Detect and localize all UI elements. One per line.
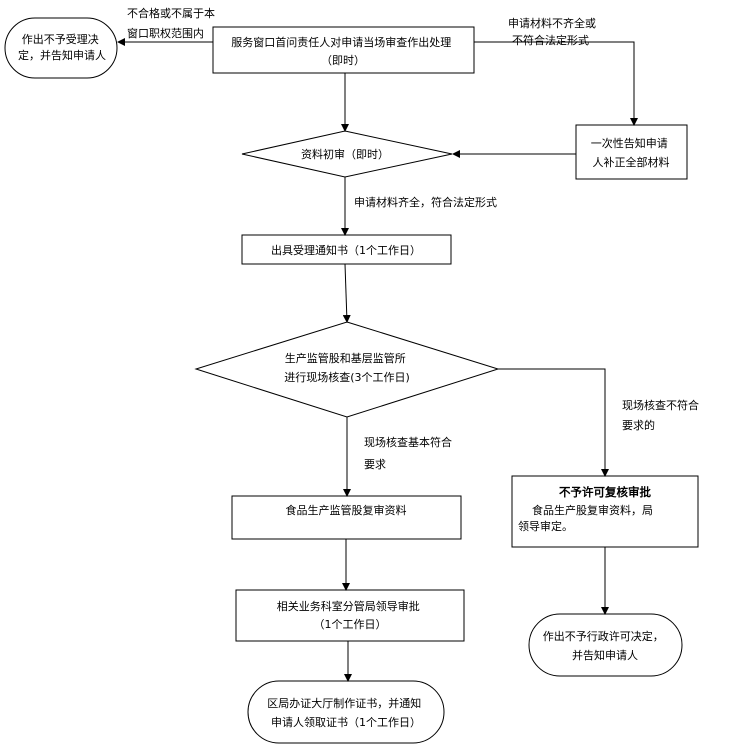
svg-text:作出不予受理决 定，并告知申请人: 作出不予受理决 定，并告知申请人 <box>18 32 106 62</box>
node-food-review: 食品生产监管股复审资料 <box>231 495 462 540</box>
issue-certificate-line-2: 申请人领取证书（1个工作日） <box>271 716 421 729</box>
leader-approval-line-2: （1个工作日） <box>314 618 387 631</box>
node-acceptance-notice: 出具受理通知书（1个工作日） <box>241 234 452 265</box>
label-inspection-pass-line-2: 要求 <box>364 458 386 471</box>
process-start-line-2: （即时） <box>321 54 365 67</box>
svg-text:一次性告知申请 人补正全部材料: 一次性告知申请 人补正全部材料 <box>591 136 672 169</box>
label-incomplete-line-2: 不符合法定形式 <box>512 33 589 47</box>
label-unqualified-line-2: 窗口职权范围内 <box>127 26 204 40</box>
label-inspection-pass-line-1: 现场核查基本符合 <box>364 435 452 449</box>
svg-text:相关业务科室分管局领导审批 （1个工作日）: 相关业务科室分管局领导审批 （1个工作日） <box>277 599 424 631</box>
reject-terminal-line-1: 作出不予受理决 <box>22 32 99 46</box>
leader-approval-line-1: 相关业务科室分管局领导审批 <box>277 599 420 613</box>
edge-inspection-to-no-permit <box>498 368 609 477</box>
label-inspection-fail-line-2: 要求的 <box>622 418 655 432</box>
svg-text:资料初审（即时）: 资料初审（即时） <box>301 147 389 161</box>
label-inspection-fail: 现场核查不符合 要求的 <box>622 398 703 432</box>
node-preliminary-review: 资料初审（即时） <box>241 130 453 178</box>
svg-text:食品生产监管股复审资料: 食品生产监管股复审资料 <box>286 503 407 517</box>
node-site-inspection: 生产监管股和基层监管所 进行现场核查(3个工作日) <box>194 321 500 418</box>
node-notify-once: 一次性告知申请 人补正全部材料 <box>575 124 688 180</box>
site-inspection-line-2: 进行现场核查(3个工作日) <box>284 370 410 384</box>
svg-text:生产监管股和基层监管所 进行现场核查(3个工作日: 生产监管股和基层监管所 进行现场核查(3个工作日) <box>284 351 410 384</box>
no-permit-terminal-line-1: 作出不予行政许可决定， <box>543 629 664 643</box>
label-inspection-fail-line-1: 现场核查不符合 <box>622 398 699 412</box>
label-unqualified: 不合格或不属于本 窗口职权范围内 <box>127 6 219 40</box>
issue-certificate-line-1: 区局办证大厅制作证书，并通知 <box>267 696 421 710</box>
no-permit-terminal-line-2: 并告知申请人 <box>572 648 638 662</box>
svg-text:作出不予行政许可决定， 并告知申请人: 作出不予行政许可决定， 并告知申请人 <box>543 629 668 662</box>
node-no-permit-terminal: 作出不予行政许可决定， 并告知申请人 <box>528 613 683 677</box>
reject-terminal-line-2: 定，并告知申请人 <box>18 48 106 62</box>
node-no-permit-review: 不予许可复核审批 食品生产股复审资料，局 领导审定。 <box>511 475 699 548</box>
node-reject-terminal: 作出不予受理决 定，并告知申请人 <box>4 17 118 79</box>
node-leader-approval: 相关业务科室分管局领导审批 （1个工作日） <box>235 589 465 642</box>
acceptance-notice-line-1: 出具受理通知书（1个工作日） <box>271 243 421 257</box>
label-inspection-pass: 现场核查基本符合 要求 <box>364 435 456 471</box>
svg-text:出具受理通知书（1个工作日）: 出具受理通知书（1个工作日） <box>271 243 421 257</box>
label-unqualified-line-1: 不合格或不属于本 <box>127 6 215 20</box>
notify-once-line-2: 人补正全部材料 <box>593 155 670 169</box>
label-incomplete: 申请材料不齐全或 不符合法定形式 <box>508 16 600 47</box>
notify-once-line-1: 一次性告知申请 <box>591 136 668 150</box>
site-inspection-line-1: 生产监管股和基层监管所 <box>285 351 406 365</box>
svg-text:食品生产股复审资料，局 领导审定。: 食品生产股复审资料，局 领导审定。 <box>518 503 657 533</box>
node-issue-certificate: 区局办证大厅制作证书，并通知 申请人领取证书（1个工作日） <box>247 680 445 744</box>
edge-acceptance-to-inspection <box>342 263 351 323</box>
label-incomplete-line-1: 申请材料不齐全或 <box>508 16 596 30</box>
preliminary-review-line-1: 资料初审（即时） <box>301 147 389 161</box>
svg-text:区局办证大厅制作证书，并通知 申请人领取证书（1: 区局办证大厅制作证书，并通知 申请人领取证书（1个工作日） <box>267 696 425 729</box>
label-complete: 申请材料齐全，符合法定形式 <box>354 195 497 209</box>
food-review-line-1: 食品生产监管股复审资料 <box>286 503 407 517</box>
node-process-start: 服务窗口首问责任人对申请当场审查作出处理 （即时） <box>212 26 475 74</box>
label-complete-line-1: 申请材料齐全，符合法定形式 <box>354 195 497 209</box>
svg-text:服务窗口首问责任人对申请当场审查作出处理 （即时: 服务窗口首问责任人对申请当场审查作出处理 （即时） <box>231 35 455 67</box>
svg-text:不予许可复核审批: 不予许可复核审批 <box>559 485 651 499</box>
edge-start-to-notify <box>474 41 638 126</box>
no-permit-review-title: 不予许可复核审批 <box>559 485 651 499</box>
no-permit-review-line-2: 领导审定。 <box>518 519 573 533</box>
no-permit-review-line-1: 食品生产股复审资料，局 <box>532 503 653 517</box>
process-start-line-1: 服务窗口首问责任人对申请当场审查作出处理 <box>231 35 451 49</box>
